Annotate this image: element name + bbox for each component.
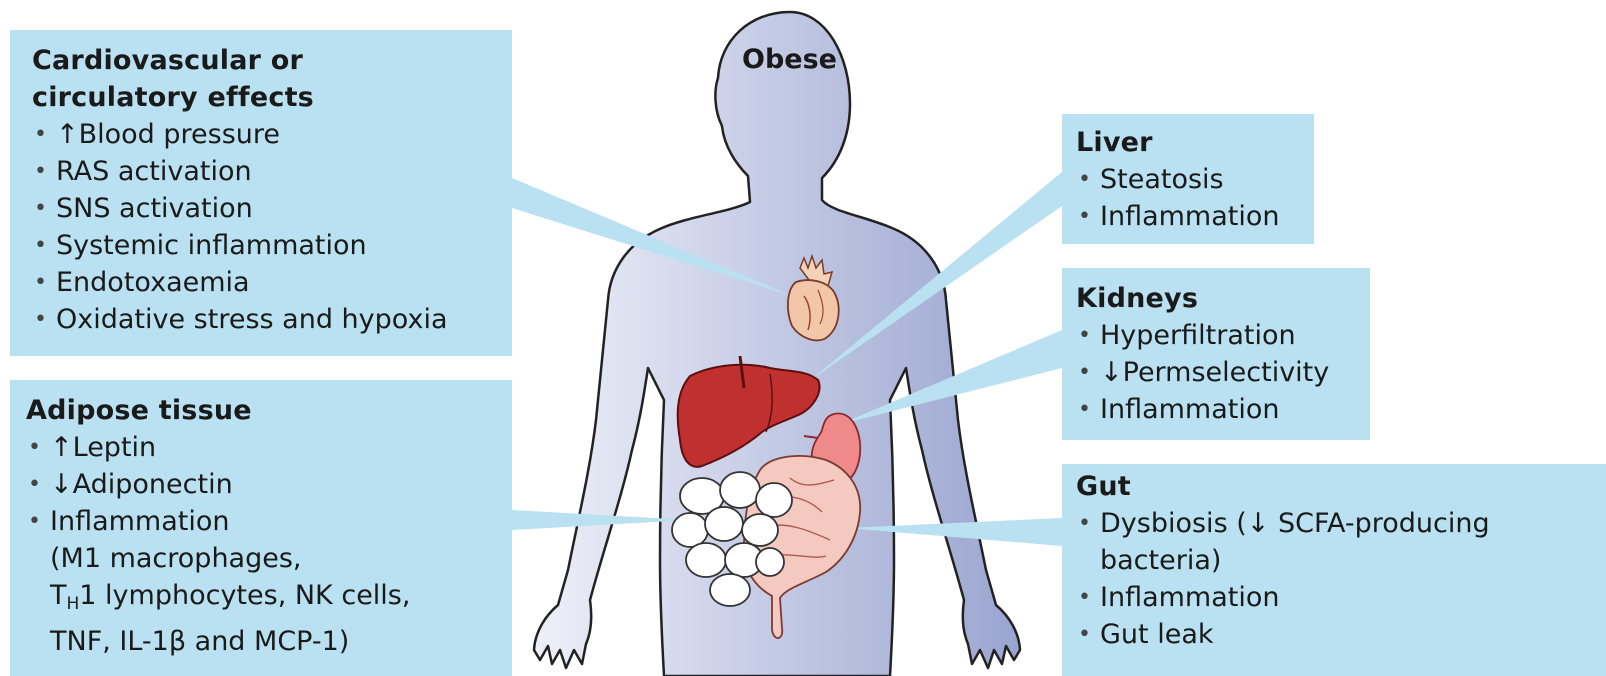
adipose-list: ↑Leptin ↓Adiponectin Inflammation (M1 ma… (26, 429, 512, 660)
th-rest: 1 lymphocytes, NK cells, (79, 580, 410, 611)
list-item: SNS activation (32, 190, 512, 227)
cardio-list: ↑Blood pressure RAS activation SNS activ… (32, 116, 512, 338)
list-item-continuation: TNF, IL-1β and MCP-1) (26, 623, 512, 660)
list-item: ↑Leptin (26, 429, 512, 466)
list-item: Oxidative stress and hypoxia (32, 301, 512, 338)
list-item: ↓Adiponectin (26, 466, 512, 503)
liver-box: Liver Steatosis Inflammation (1062, 114, 1314, 244)
list-item-continuation: (M1 macrophages, (26, 540, 512, 577)
kidneys-list: Hyperfiltration ↓Permselectivity Inflamm… (1076, 317, 1370, 428)
list-item: ↓Permselectivity (1076, 354, 1370, 391)
liver-list: Steatosis Inflammation (1076, 161, 1314, 235)
list-item: ↑Blood pressure (32, 116, 512, 153)
list-item: Inflammation (1076, 198, 1314, 235)
list-item: Gut leak (1076, 616, 1606, 653)
list-item: Inflammation (26, 503, 512, 540)
list-item-continuation: TH1 lymphocytes, NK cells, (26, 577, 512, 623)
adipose-box: Adipose tissue ↑Leptin ↓Adiponectin Infl… (10, 380, 512, 676)
gut-box: Gut Dysbiosis (↓ SCFA-producing bacteria… (1062, 464, 1606, 676)
adipose-title: Adipose tissue (26, 392, 512, 429)
cardio-title-line2: circulatory effects (32, 79, 512, 116)
list-item: Inflammation (1076, 579, 1606, 616)
kidneys-box: Kidneys Hyperfiltration ↓Permselectivity… (1062, 268, 1370, 440)
list-item: Inflammation (1076, 391, 1370, 428)
cardio-title-line1: Cardiovascular or (32, 42, 512, 79)
list-item: Systemic inflammation (32, 227, 512, 264)
th-subscript: H (67, 594, 80, 614)
list-item: Dysbiosis (↓ SCFA-producing (1076, 505, 1606, 542)
th-prefix: T (50, 580, 67, 611)
cardio-box: Cardiovascular or circulatory effects ↑B… (10, 30, 512, 356)
list-item: Endotoxaemia (32, 264, 512, 301)
body-label: Obese (742, 44, 837, 75)
gut-title: Gut (1076, 468, 1606, 505)
kidneys-title: Kidneys (1076, 280, 1370, 317)
gut-list: Dysbiosis (↓ SCFA-producing bacteria) In… (1076, 505, 1606, 653)
list-item: RAS activation (32, 153, 512, 190)
list-item-continuation: bacteria) (1076, 542, 1606, 579)
list-item: Hyperfiltration (1076, 317, 1370, 354)
list-item: Steatosis (1076, 161, 1314, 198)
liver-title: Liver (1076, 124, 1314, 161)
